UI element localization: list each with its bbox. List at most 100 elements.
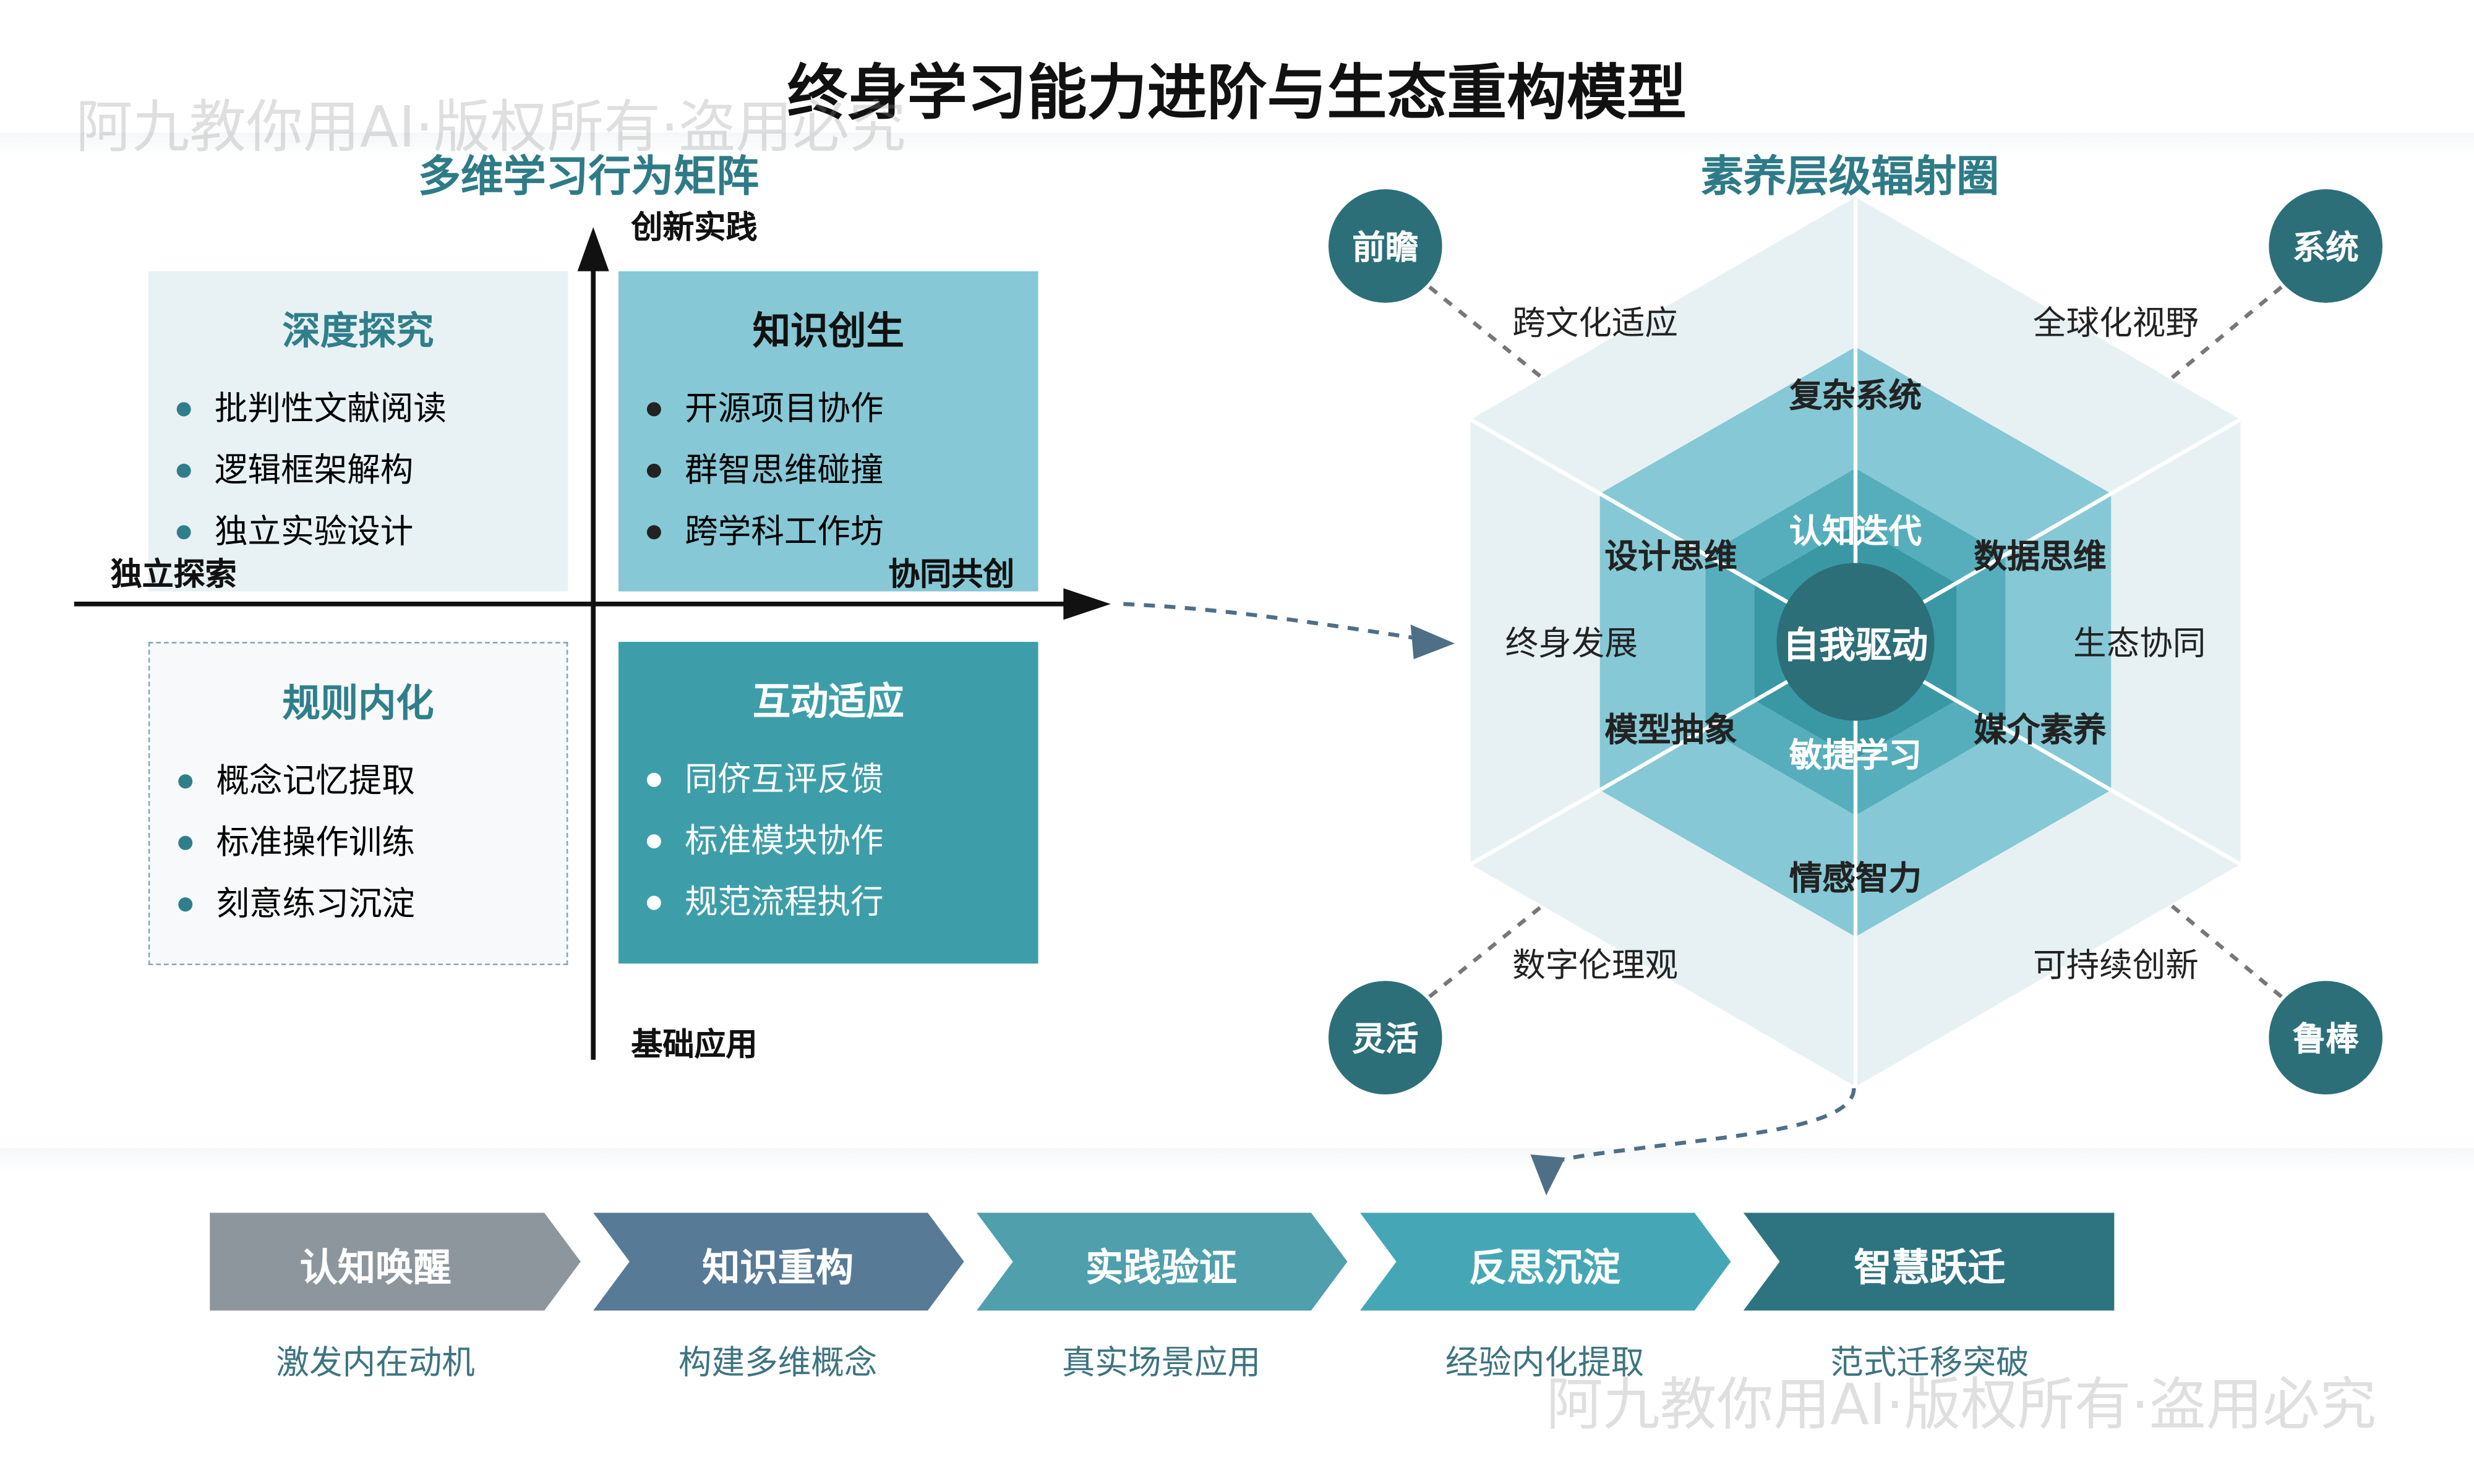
quadrant-list: 批判性文献阅读 逻辑框架解构 独立实验设计 xyxy=(176,385,447,569)
item-text: 逻辑框架解构 xyxy=(214,451,414,489)
middle-label: 复杂系统 xyxy=(1789,377,1922,415)
list-item: 开源项目协作 xyxy=(646,385,884,446)
process-band xyxy=(0,1148,2474,1174)
middle-label: 媒介素养 xyxy=(1974,711,2107,749)
outer-label: 终身发展 xyxy=(1505,624,1638,663)
quadrant-title: 知识创生 xyxy=(752,309,904,354)
step-caption: 真实场景应用 xyxy=(1061,1344,1261,1382)
corner-badge: 前瞻 xyxy=(1328,189,1442,303)
quadrant-rule-internalization: 规则内化 概念记忆提取 标准操作训练 刻意练习沉淀 xyxy=(148,642,568,965)
center-label: 自我驱动 xyxy=(1783,626,1928,667)
list-item: 批判性文献阅读 xyxy=(176,385,447,446)
list-item: 概念记忆提取 xyxy=(178,757,415,818)
outer-label: 全球化视野 xyxy=(2032,304,2199,343)
matrix-title: 多维学习行为矩阵 xyxy=(418,153,760,202)
step-caption: 激发内在动机 xyxy=(276,1344,475,1382)
bullet-icon xyxy=(178,835,193,850)
item-text: 批判性文献阅读 xyxy=(214,389,447,428)
item-text: 概念记忆提取 xyxy=(216,761,415,800)
axis-label-bottom: 基础应用 xyxy=(631,1025,758,1064)
bullet-icon xyxy=(646,525,661,540)
axis-label-left: 独立探索 xyxy=(110,555,237,593)
outer-label: 可持续创新 xyxy=(2032,946,2199,984)
center-circle xyxy=(1776,563,1935,721)
list-item: 逻辑框架解构 xyxy=(176,446,447,508)
item-text: 跨学科工作坊 xyxy=(685,512,884,551)
outer-separators xyxy=(1469,197,2242,1087)
bullet-icon xyxy=(176,402,191,417)
quadrant-title: 深度探究 xyxy=(282,309,434,354)
item-text: 标准模块协作 xyxy=(685,821,884,860)
bullet-icon xyxy=(176,525,191,540)
middle-label: 设计思维 xyxy=(1604,537,1737,576)
quadrant-interactive-adaptation: 互动适应 同侪互评反馈 标准模块协作 规范流程执行 xyxy=(618,642,1038,964)
corner-badge: 鲁棒 xyxy=(2269,981,2383,1095)
item-text: 独立实验设计 xyxy=(214,512,414,551)
list-item: 刻意练习沉淀 xyxy=(178,880,415,941)
item-text: 规范流程执行 xyxy=(685,883,884,921)
quadrant-deep-inquiry: 深度探究 批判性文献阅读 逻辑框架解构 独立实验设计 xyxy=(148,271,568,592)
middle-label: 数据思维 xyxy=(1974,537,2107,576)
step-label: 实践验证 xyxy=(1085,1245,1237,1290)
chevron-step xyxy=(1359,1213,1731,1311)
corner-connectors xyxy=(1428,285,2283,999)
bullet-icon xyxy=(646,463,661,478)
bullet-icon xyxy=(646,895,661,910)
quadrant-title: 互动适应 xyxy=(752,680,904,724)
bullet-icon xyxy=(178,774,193,789)
middle-label: 情感智力 xyxy=(1789,859,1922,898)
bullet-icon xyxy=(176,463,191,478)
inner-label: 敏捷学习 xyxy=(1789,736,1922,775)
radiation-title: 素养层级辐射圈 xyxy=(1700,153,2000,202)
step-caption: 经验内化提取 xyxy=(1445,1344,1645,1382)
axis-label-top: 创新实践 xyxy=(631,208,758,246)
list-item: 标准操作训练 xyxy=(178,819,415,880)
outer-label: 跨文化适应 xyxy=(1512,304,1678,343)
item-text: 标准操作训练 xyxy=(216,823,415,861)
step-label: 认知唤醒 xyxy=(299,1245,452,1290)
outer-label: 数字伦理观 xyxy=(1512,946,1678,984)
axis-arrow-right-icon xyxy=(1063,588,1111,620)
item-text: 开源项目协作 xyxy=(685,389,884,428)
chevron-step xyxy=(977,1213,1348,1311)
item-text: 刻意练习沉淀 xyxy=(216,884,415,923)
list-item: 跨学科工作坊 xyxy=(646,508,884,569)
outer-label: 生态协同 xyxy=(2073,624,2206,663)
chevron-step xyxy=(1743,1213,2115,1311)
step-caption: 构建多维概念 xyxy=(678,1344,878,1382)
axis-label-right: 协同共创 xyxy=(888,555,1015,593)
item-text: 同侪互评反馈 xyxy=(685,760,884,798)
list-item: 规范流程执行 xyxy=(646,879,884,940)
step-label: 智慧跃迁 xyxy=(1854,1245,2006,1290)
connector-arrow-icon xyxy=(1410,624,1455,660)
corner-badge: 系统 xyxy=(2269,189,2383,303)
page-title: 终身学习能力进阶与生态重构模型 xyxy=(787,58,1687,128)
corner-badge: 灵活 xyxy=(1328,981,1442,1095)
connector-arrow-down-icon xyxy=(1530,1154,1565,1196)
quadrant-list: 概念记忆提取 标准操作训练 刻意练习沉淀 xyxy=(178,757,415,941)
step-label: 知识重构 xyxy=(702,1245,854,1290)
list-item: 群智思维碰撞 xyxy=(646,446,884,508)
list-item: 独立实验设计 xyxy=(176,508,447,569)
middle-label: 模型抽象 xyxy=(1604,711,1737,749)
inner-label: 认知迭代 xyxy=(1789,512,1922,551)
bullet-icon xyxy=(646,402,661,417)
quadrant-list: 同侪互评反馈 标准模块协作 规范流程执行 xyxy=(646,756,884,940)
bullet-icon xyxy=(646,772,661,787)
bullet-icon xyxy=(178,897,193,912)
connector-matrix-to-hex xyxy=(1123,602,1421,641)
connector-hex-to-process xyxy=(1544,1088,1856,1169)
watermark-bottom: 阿九教你用AI·版权所有·盗用必究 xyxy=(1546,1373,2377,1439)
watermark-top: 阿九教你用AI·版权所有·盗用必究 xyxy=(75,96,906,161)
quadrant-knowledge-creation: 知识创生 开源项目协作 群智思维碰撞 跨学科工作坊 xyxy=(618,271,1038,592)
list-item: 同侪互评反馈 xyxy=(646,756,884,817)
item-text: 群智思维碰撞 xyxy=(685,451,884,489)
step-label: 反思沉淀 xyxy=(1468,1245,1620,1290)
quadrant-title: 规则内化 xyxy=(282,681,434,726)
hex-spokes xyxy=(1599,347,2112,937)
chevron-step xyxy=(210,1213,581,1311)
